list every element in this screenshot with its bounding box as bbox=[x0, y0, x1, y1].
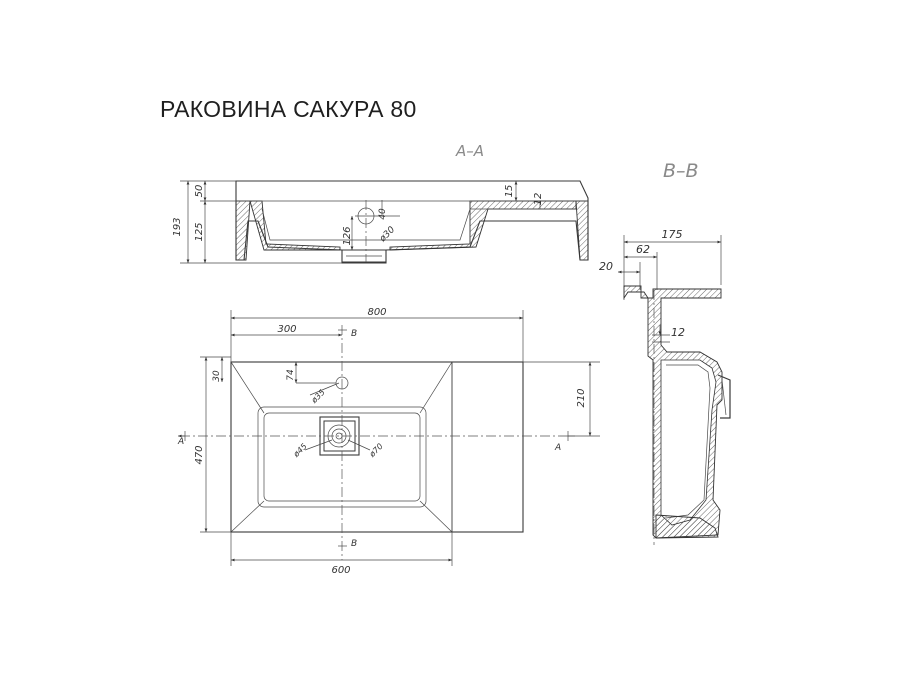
section-mark-a-right: A bbox=[554, 443, 561, 453]
dim-tap-offset: 74 bbox=[286, 369, 296, 381]
dim-bb-62: 62 bbox=[636, 243, 650, 256]
aa-bowl-left-shell bbox=[249, 200, 341, 251]
section-bb-title: B–B bbox=[663, 160, 699, 182]
dim-hole-depth: 40 bbox=[378, 208, 388, 220]
page-title: РАКОВИНА САКУРА 80 bbox=[160, 96, 417, 122]
dim-overall-width: 800 bbox=[367, 307, 386, 318]
dim-tap-hole: ø35 bbox=[309, 388, 327, 406]
dim-drain-hole: ø45 bbox=[291, 442, 309, 460]
dim-bowl-depth: 126 bbox=[342, 226, 353, 245]
dim-bb-20: 20 bbox=[599, 260, 613, 273]
section-mark-a-left: A bbox=[177, 437, 184, 447]
dim-height-total: 193 bbox=[172, 217, 183, 236]
dim-height-top: 50 bbox=[194, 185, 205, 198]
section-bb-view bbox=[618, 235, 731, 545]
dim-bowl-width: 600 bbox=[331, 565, 350, 576]
aa-right-wall bbox=[575, 200, 589, 261]
section-aa-title: A–A bbox=[456, 142, 485, 160]
dim-depth: 470 bbox=[194, 445, 205, 464]
section-aa-view bbox=[180, 180, 589, 264]
plan-view bbox=[178, 310, 600, 566]
aa-left-wall bbox=[235, 200, 251, 261]
dim-bowl-offset: 300 bbox=[277, 324, 296, 335]
dim-wall: 12 bbox=[533, 193, 544, 206]
dim-depth-partial: 210 bbox=[576, 388, 587, 407]
plan-outline bbox=[230, 361, 524, 533]
dim-rim: 15 bbox=[504, 185, 515, 198]
dim-hole-dia: ø30 bbox=[377, 225, 397, 245]
aa-bowl-right-shell bbox=[389, 200, 577, 251]
dim-bb-depth: 175 bbox=[662, 228, 683, 241]
dim-bb-12: 12 bbox=[671, 326, 685, 339]
section-mark-b-bottom: B bbox=[351, 539, 357, 549]
dimension-labels: 193 50 125 15 12 126 40 ø30 800 300 600 … bbox=[172, 185, 685, 576]
section-mark-b-top: B bbox=[351, 329, 357, 339]
dim-drain-outer: ø70 bbox=[367, 442, 385, 460]
dim-back-rim: 30 bbox=[212, 370, 222, 382]
dim-height-bowl: 125 bbox=[194, 222, 205, 241]
